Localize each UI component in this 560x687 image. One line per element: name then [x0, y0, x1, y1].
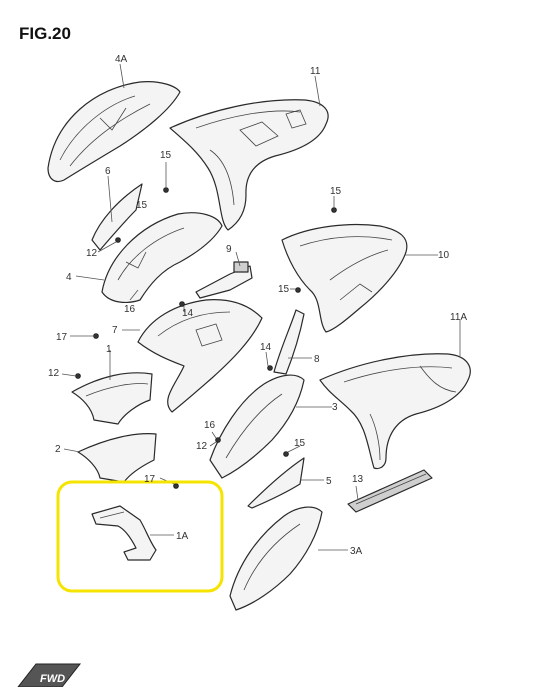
- fwd-arrow-icon: FWD: [17, 663, 82, 687]
- part-4a-front-cover[interactable]: [47, 81, 181, 183]
- fwd-label: FWD: [40, 673, 65, 685]
- callout-12: 12: [48, 368, 60, 379]
- part-4-cover-frame[interactable]: [101, 212, 223, 303]
- part-1-seat-bracket[interactable]: [71, 372, 153, 425]
- callout-11a: 11A: [450, 312, 467, 323]
- callout-11: 11: [310, 66, 321, 77]
- callout-5: 5: [326, 476, 332, 487]
- callout-14: 14: [260, 342, 272, 353]
- callout-15: 15: [136, 200, 148, 211]
- highlight-box-1a: [56, 480, 224, 593]
- part-3-side-panel[interactable]: [209, 374, 305, 479]
- callout-4: 4: [66, 272, 72, 283]
- part-10-rear-frame[interactable]: [281, 223, 408, 333]
- part-2-lower-bracket[interactable]: [77, 433, 157, 483]
- part-3a-alt-side-panel[interactable]: [229, 506, 323, 611]
- part-8-strip[interactable]: [273, 309, 305, 375]
- callout-7: 7: [112, 325, 118, 336]
- callout-15: 15: [278, 284, 290, 295]
- callout-17: 17: [56, 332, 68, 343]
- callout-10: 10: [438, 250, 450, 261]
- leader-lines: [61, 63, 461, 551]
- callout-6: 6: [105, 166, 111, 177]
- callout-9: 9: [226, 244, 232, 255]
- fasteners: [75, 187, 337, 489]
- callout-4a: 4A: [115, 54, 128, 65]
- part-7-mid-cover[interactable]: [137, 299, 263, 413]
- callout-13: 13: [352, 474, 364, 485]
- callout-12: 12: [196, 441, 208, 452]
- callout-1a: 1A: [176, 531, 189, 542]
- callout-3a: 3A: [350, 546, 363, 557]
- part-6-side-cover[interactable]: [91, 183, 143, 251]
- callout-3: 3: [332, 402, 338, 413]
- callout-15: 15: [330, 186, 342, 197]
- callout-16: 16: [124, 304, 136, 315]
- callout-15: 15: [294, 438, 306, 449]
- part-9-bracket[interactable]: [195, 261, 253, 299]
- callout-14: 14: [182, 308, 194, 319]
- part-11-tail-cowl[interactable]: [169, 99, 329, 231]
- callout-16: 16: [204, 420, 216, 431]
- callout-1: 1: [106, 344, 112, 355]
- part-11a-tail-cowl-alt[interactable]: [319, 353, 471, 470]
- part-13-tail-light-strip[interactable]: [347, 469, 433, 513]
- figure-title: FIG.20: [19, 24, 71, 43]
- callout-12: 12: [86, 248, 98, 259]
- callout-15: 15: [160, 150, 172, 161]
- callout-8: 8: [314, 354, 320, 365]
- part-1a-alt-bracket[interactable]: [91, 505, 157, 561]
- callout-17: 17: [144, 474, 156, 485]
- part-5-small-panel[interactable]: [247, 457, 305, 509]
- callout-2: 2: [55, 444, 61, 455]
